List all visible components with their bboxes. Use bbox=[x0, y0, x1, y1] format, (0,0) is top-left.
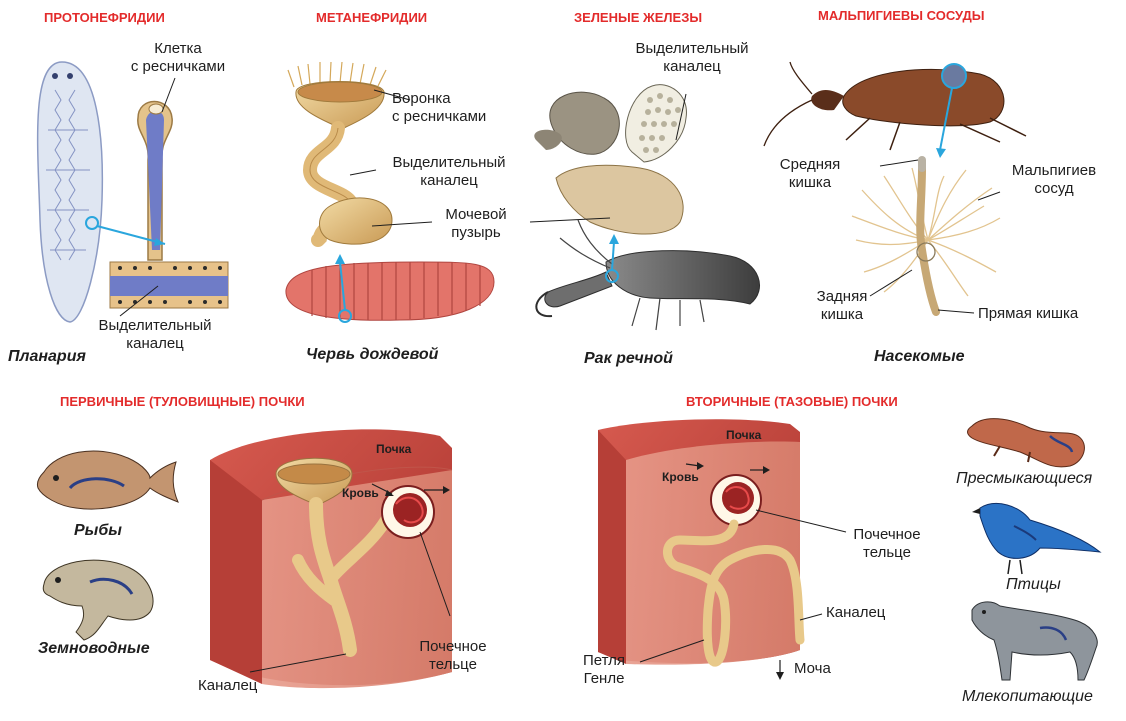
label-urine: Моча bbox=[794, 660, 831, 677]
header-malpighian-vessels: МАЛЬПИГИЕВЫ СОСУДЫ bbox=[818, 8, 985, 23]
metanephridium-illustration bbox=[285, 61, 495, 323]
organism-crayfish: Рак речной bbox=[584, 350, 673, 367]
fish-illustration bbox=[37, 450, 179, 510]
label-blood-primary: Кровь bbox=[342, 486, 379, 500]
label-loop-of-henle: Петля Генле bbox=[582, 652, 626, 687]
primary-kidney-illustration bbox=[210, 429, 453, 689]
label-kidney-primary: Почка bbox=[376, 442, 412, 456]
label-tubule-secondary: Каналец bbox=[826, 604, 886, 621]
organism-reptiles: Пресмыкающиеся bbox=[956, 470, 1093, 487]
label-tubule-primary: Каналец bbox=[198, 677, 258, 694]
label-hindgut: Задняя кишка bbox=[816, 288, 868, 323]
secondary-kidney-illustration bbox=[598, 419, 847, 680]
organism-planaria: Планария bbox=[8, 348, 86, 365]
label-urinary-bladder: Мочевой пузырь bbox=[445, 206, 507, 241]
label-renal-corpuscle-primary: Почечное тельце bbox=[419, 638, 487, 673]
green-gland-illustration bbox=[529, 84, 760, 331]
header-primary-kidneys: ПЕРВИЧНЫЕ (ТУЛОВИЩНЫЕ) ПОЧКИ bbox=[60, 394, 305, 409]
label-malpighian-vessel: Мальпигиев сосуд bbox=[1011, 162, 1097, 197]
lizard-illustration bbox=[967, 418, 1085, 468]
label-renal-corpuscle-secondary: Почечное тельце bbox=[853, 526, 921, 561]
label-excretory-duct-planaria: Выделительный каналец bbox=[98, 317, 212, 352]
label-ciliated-cell: Клетка с ресничками bbox=[130, 40, 226, 75]
organism-amphibians: Земноводные bbox=[38, 640, 150, 657]
label-excretory-duct-worm: Выделительный каналец bbox=[392, 154, 506, 189]
label-midgut: Средняя кишка bbox=[779, 156, 841, 191]
header-metanephridia: МЕТАНЕФРИДИИ bbox=[316, 10, 428, 25]
malpighian-illustration bbox=[763, 61, 1027, 316]
label-blood-secondary: Кровь bbox=[662, 470, 699, 484]
label-rectum: Прямая кишка bbox=[978, 305, 1079, 322]
header-secondary-kidneys: ВТОРИЧНЫЕ (ТАЗОВЫЕ) ПОЧКИ bbox=[686, 394, 898, 409]
header-green-glands: ЗЕЛЕНЫЕ ЖЕЛЕЗЫ bbox=[574, 10, 703, 25]
label-kidney-secondary: Почка bbox=[726, 428, 762, 442]
organism-mammals: Млекопитающие bbox=[962, 688, 1093, 705]
label-ciliated-funnel: Воронка с ресничками bbox=[392, 90, 487, 125]
organism-fish: Рыбы bbox=[74, 522, 122, 539]
bird-illustration bbox=[972, 503, 1102, 575]
header-protonephridia: ПРОТОНЕФРИДИИ bbox=[44, 10, 165, 25]
dog-illustration bbox=[971, 601, 1098, 681]
organism-birds: Птицы bbox=[1006, 576, 1061, 593]
organism-insects: Насекомые bbox=[874, 348, 965, 365]
planaria-illustration bbox=[36, 61, 229, 323]
frog-illustration bbox=[42, 559, 154, 641]
organism-earthworm: Червь дождевой bbox=[306, 346, 439, 363]
label-excretory-duct-crayfish: Выделительный каналец bbox=[635, 40, 749, 75]
